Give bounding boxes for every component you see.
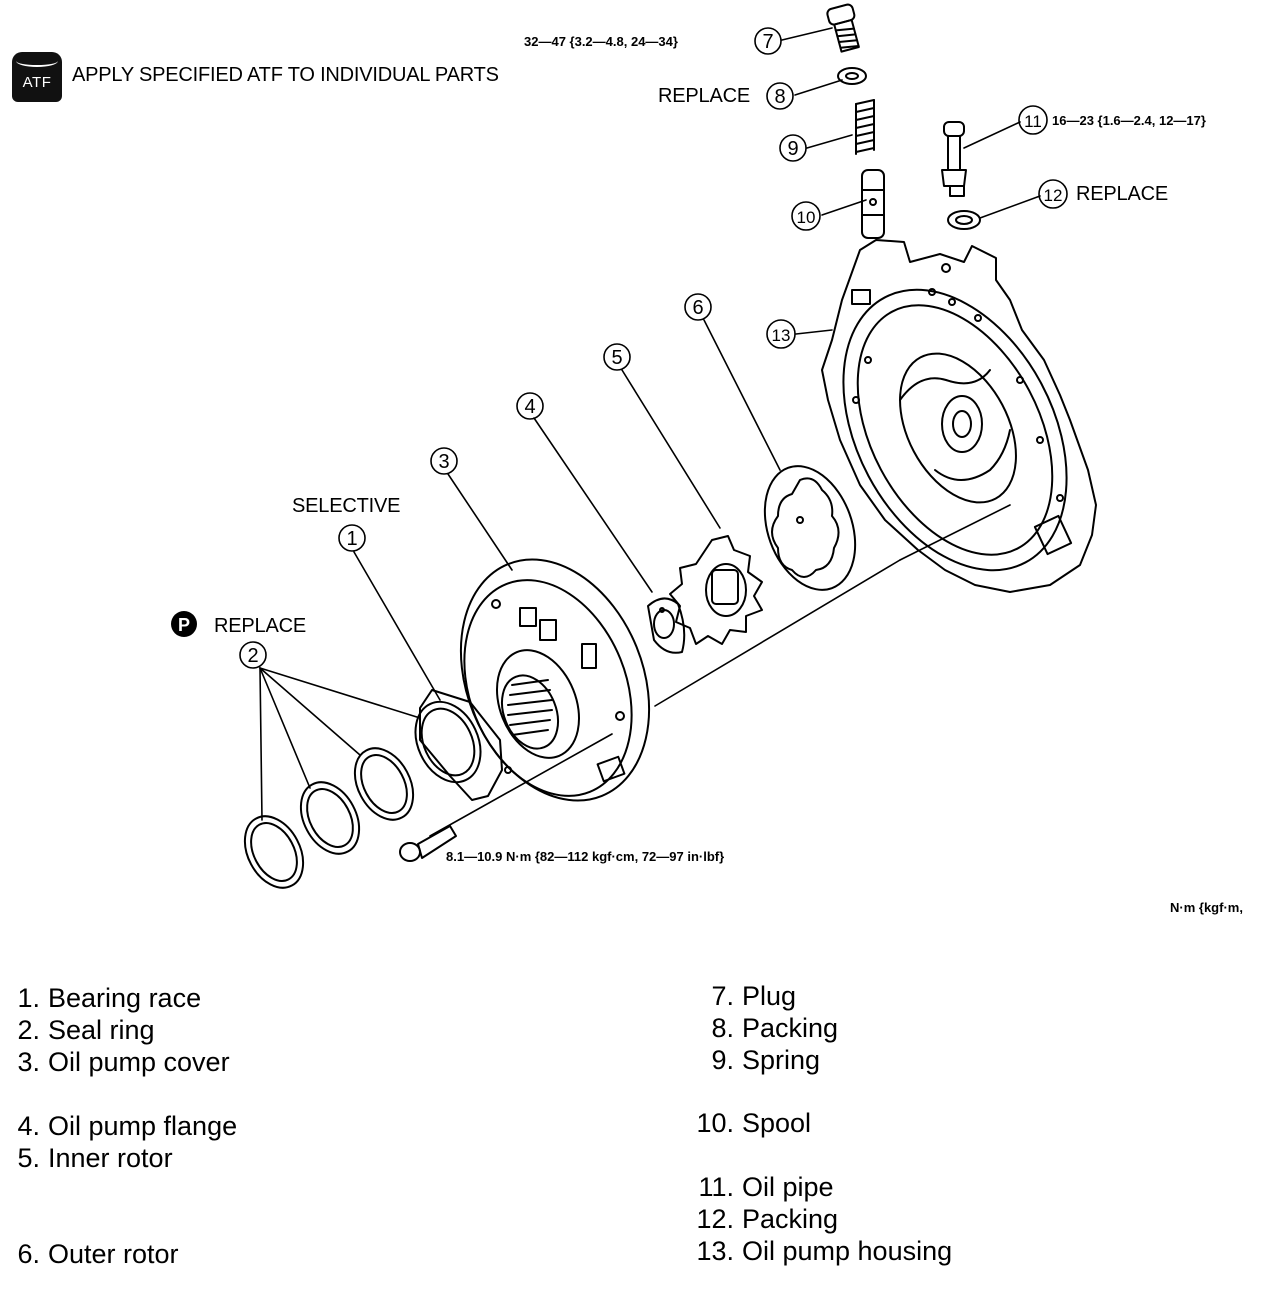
callout-8: 8 [766,82,794,110]
outer-rotor-part [763,465,857,591]
selective-note: SELECTIVE [292,495,401,517]
legend-item: 5.Inner rotor [17,1143,173,1173]
atf-note: APPLY SPECIFIED ATF TO INDIVIDUAL PARTS [72,64,499,86]
svg-text:3: 3 [438,451,449,473]
torque-spec-bolt: 8.1—10.9 N·m {82—112 kgf·cm, 72—97 in·lb… [446,849,725,864]
replace-note-packing: REPLACE [658,85,750,107]
svg-text:7: 7 [762,31,773,53]
torque-spec-plug: 32—47 {3.2—4.8, 24—34} [524,34,678,49]
legend-item: 9.Spring [711,1045,821,1075]
legend-item: 12.Packing [696,1204,839,1234]
svg-text:11: 11 [1024,112,1042,131]
legend-item: 8.Packing [711,1013,839,1043]
torque-spec-oil-pipe: 16—23 {1.6—2.4, 12—17} [1052,113,1206,128]
legend-item: 7.Plug [711,981,797,1011]
legend-item: 4.Oil pump flange [17,1111,238,1141]
svg-text:6: 6 [692,297,703,319]
unit-note: N·m {kgf·m, [1170,900,1243,915]
svg-text:1: 1 [346,528,357,550]
p-badge-label: P [178,615,190,635]
spring-part [855,99,875,155]
svg-text:9: 9 [787,138,798,160]
callout-10: 10 [791,201,821,231]
bolt-part [399,825,457,862]
callout-3: 3 [430,447,458,475]
callout-13: 13 [766,319,796,349]
oil-pipe-part [941,121,967,197]
oil-pump-housing [821,239,1097,593]
legend-item: 10.Spool [696,1108,812,1138]
legend-item: 6.Outer rotor [17,1239,179,1269]
legend-item: 13.Oil pump housing [696,1236,953,1266]
svg-text:8: 8 [774,86,785,108]
callout-5: 5 [603,343,631,371]
leader-lines [259,27,1041,837]
legend-item: 3.Oil pump cover [17,1047,230,1077]
oil-pump-flange-part [647,597,686,654]
svg-text:5: 5 [611,347,622,369]
packing-washer-top [837,67,867,85]
p-icon: P [171,611,197,637]
inner-rotor-part [669,535,763,645]
callout-2: 2 [239,641,267,669]
callout-11: 11 [1018,105,1048,135]
replace-note-pipe-packing: REPLACE [1076,183,1168,205]
svg-text:2: 2 [247,645,258,667]
seal-ring-part [243,747,415,889]
callout-4: 4 [516,392,544,420]
svg-text:4: 4 [524,396,535,418]
svg-text:10: 10 [797,208,816,227]
callout-7: 7 [754,27,782,55]
legend-item: 2.Seal ring [17,1015,155,1045]
atf-badge-label: ATF [22,74,52,91]
bearing-race-part [414,689,503,801]
svg-text:13: 13 [772,326,791,345]
svg-text:12: 12 [1044,186,1063,205]
legend-item: 11.Oil pipe [698,1172,834,1202]
callouts: 7 8 9 10 11 12 13 6 5 4 3 1 2 [239,27,1068,669]
callout-12: 12 [1038,179,1068,209]
plug-part [826,3,860,53]
packing-washer-pipe [947,210,981,230]
oil-pump-cover-part [459,558,651,802]
spool-part [861,169,885,239]
legend-item: 1.Bearing race [17,983,202,1013]
callout-9: 9 [779,134,807,162]
oil-pump-exploded-diagram: P 7 8 9 10 11 12 13 6 5 4 3 1 2 [171,3,1097,889]
replace-note-seal-ring: REPLACE [214,615,306,637]
callout-6: 6 [684,293,712,321]
atf-icon: ATF [12,52,62,102]
callout-1: 1 [338,524,366,552]
